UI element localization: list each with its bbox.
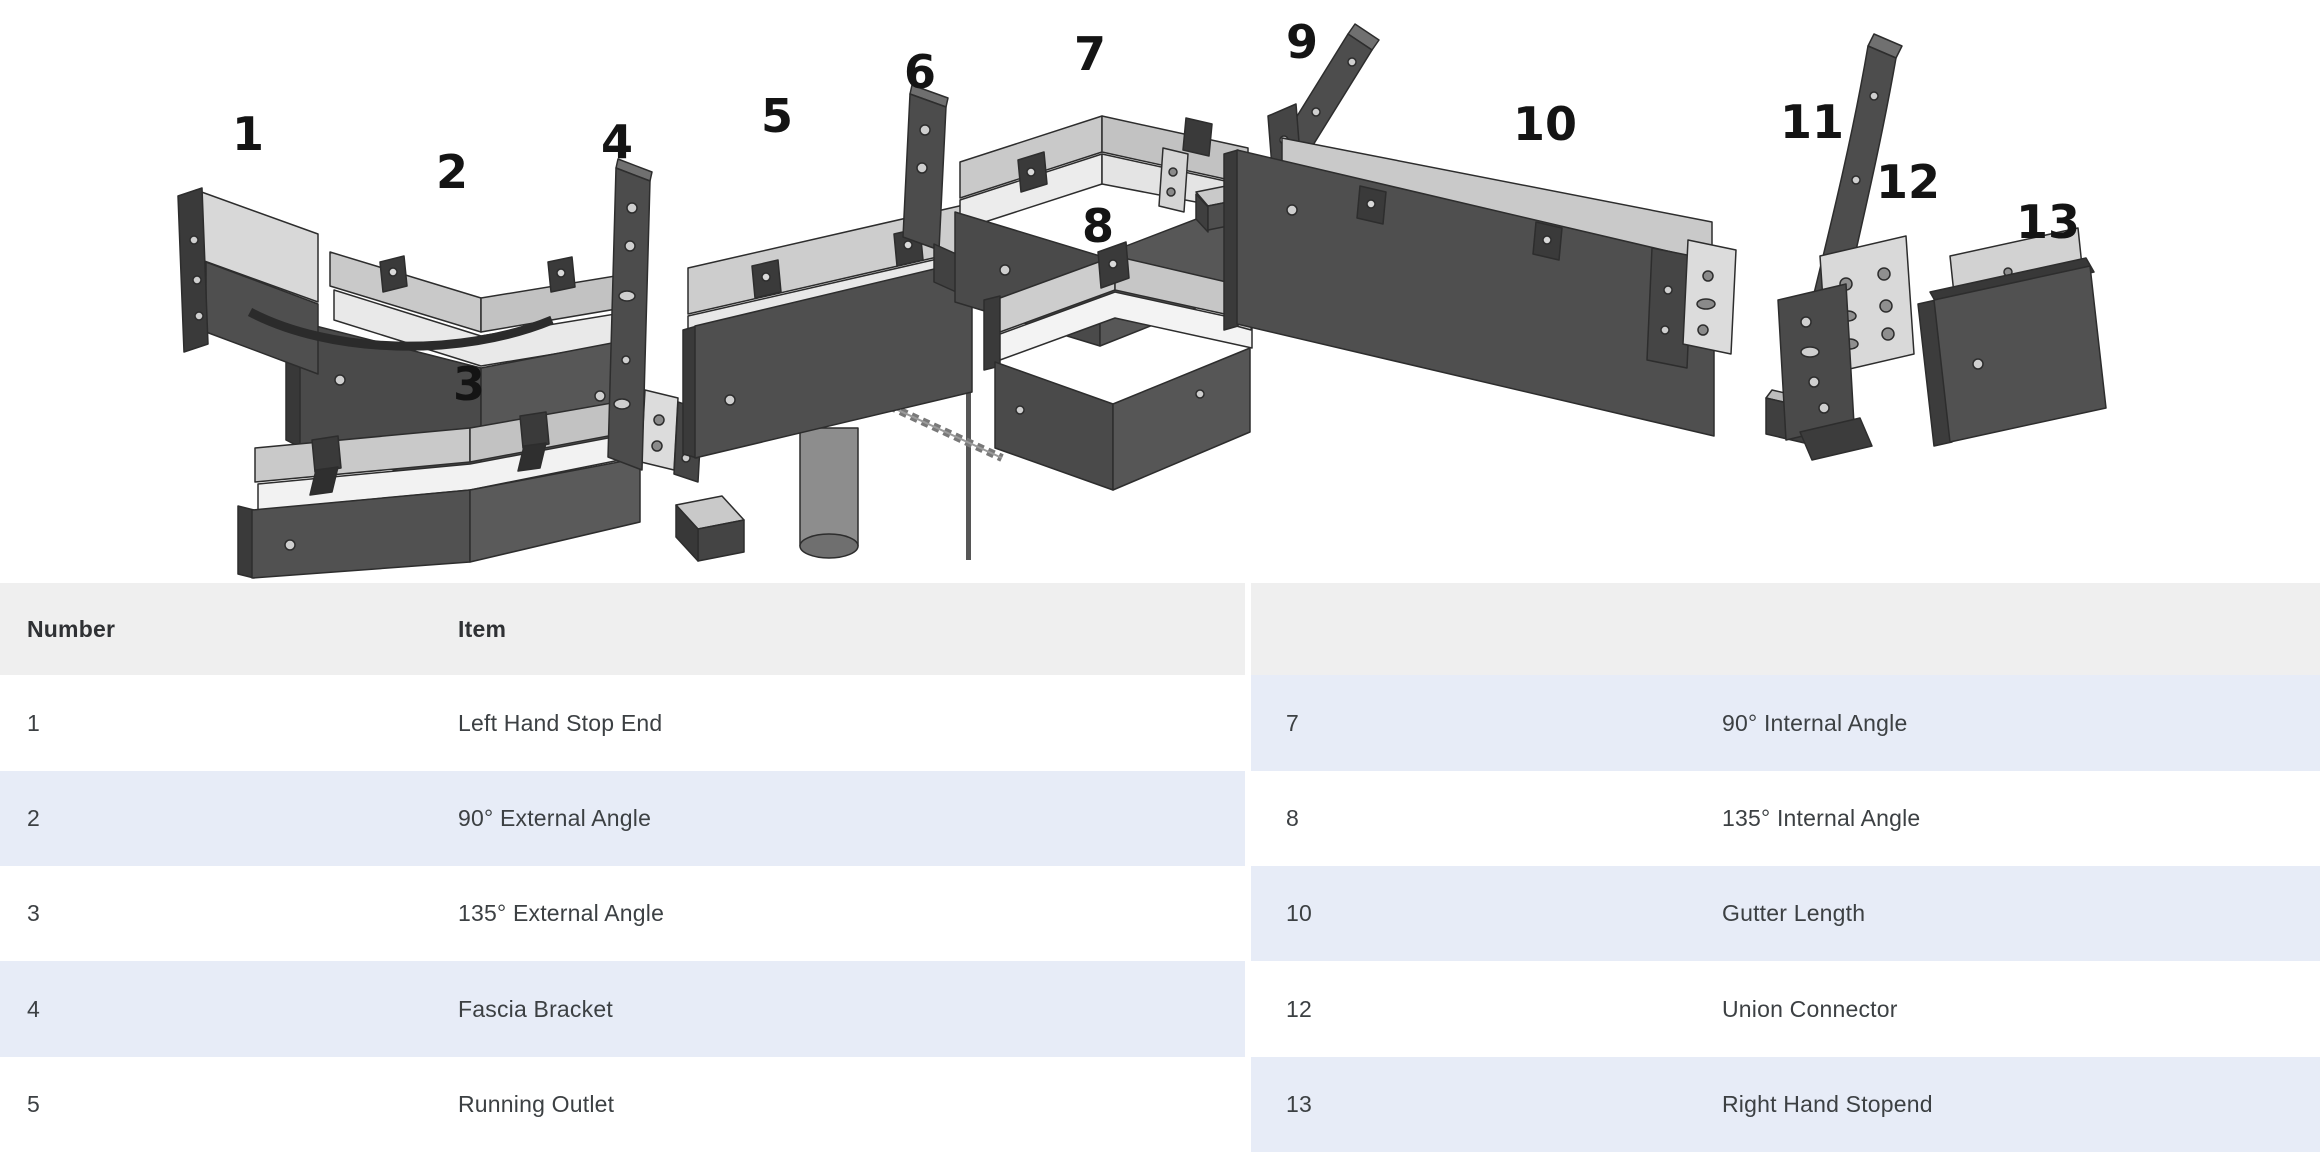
diagram-label-11: 11 (1780, 95, 1844, 149)
item-cell: Right Hand Stopend (1722, 1090, 1933, 1117)
part-3-135-external-angle (237, 389, 703, 579)
number-cell: 2 (27, 804, 40, 831)
table-row: 1 Left Hand Stop End (0, 675, 1245, 771)
diagram-label-2: 2 (436, 145, 468, 199)
item-cell: Gutter Length (1722, 900, 1866, 927)
part-10-gutter-length (1223, 137, 1833, 449)
diagram-label-9: 9 (1286, 15, 1318, 69)
diagram-label-1: 1 (232, 107, 264, 161)
part-4-fascia-bracket (607, 158, 745, 562)
item-cell: Running Outlet (458, 1090, 615, 1117)
diagram-label-7: 7 (1074, 27, 1106, 81)
item-cell: 90° External Angle (458, 804, 652, 831)
part-2-90-external-angle (285, 251, 641, 493)
item-cell: Fascia Bracket (458, 995, 613, 1022)
item-cell: Left Hand Stop End (458, 709, 663, 736)
part-12-union-connector (1777, 235, 1915, 461)
header-number-empty (1251, 583, 1688, 675)
diagram-label-6: 6 (904, 45, 936, 99)
number-cell: 13 (1286, 1090, 1312, 1117)
table-row: 13 Right Hand Stopend (1251, 1056, 2320, 1152)
number-cell: 1 (27, 709, 40, 736)
diagram-label-5: 5 (761, 89, 793, 143)
gutter-diagram-svg: 1 2 3 4 5 6 7 8 9 10 11 12 13 (177, 15, 2107, 579)
diagram-label-10: 10 (1513, 97, 1577, 151)
part-1-left-hand-stop-end (177, 187, 319, 375)
table-row: 4 Fascia Bracket (0, 961, 1245, 1057)
table-row: 5 Running Outlet (0, 1056, 1245, 1152)
number-cell: 10 (1286, 900, 1312, 927)
header-item: Item (458, 615, 507, 642)
item-cell: 135° External Angle (458, 900, 665, 927)
diagram-label-12: 12 (1876, 155, 1940, 209)
header-item-empty (1688, 583, 2320, 675)
table-row: 2 90° External Angle (0, 770, 1245, 867)
number-cell: 4 (27, 995, 40, 1022)
part-13-right-hand-stopend (1917, 227, 2107, 447)
number-cell: 5 (27, 1090, 40, 1117)
table-row: 3 135° External Angle (0, 866, 1245, 962)
number-cell: 7 (1286, 709, 1299, 736)
item-cell: Union Connector (1722, 995, 1898, 1022)
item-cell: 90° Internal Angle (1722, 709, 1908, 736)
diagram-label-8: 8 (1082, 199, 1114, 253)
parts-table-right: 7 90° Internal Angle 8 135° Internal Ang… (1251, 583, 2320, 1152)
table-divider (1245, 583, 1251, 1152)
diagram-label-3: 3 (453, 357, 485, 411)
table-header-row: Number Item (0, 583, 1245, 676)
diagram-label-13: 13 (2016, 195, 2080, 249)
table-row: 10 Gutter Length (1251, 866, 2320, 962)
table-header-row-empty (1251, 583, 2320, 676)
header-number: Number (27, 615, 116, 642)
number-cell: 3 (27, 900, 40, 927)
parts-table-left: Number Item 1 Left Hand Stop End 2 90° E… (0, 583, 1245, 1152)
number-cell: 12 (1286, 995, 1312, 1022)
parts-tables: Number Item 1 Left Hand Stop End 2 90° E… (0, 583, 2320, 1152)
table-row: 12 Union Connector (1251, 961, 2320, 1057)
diagram-label-4: 4 (601, 115, 633, 169)
number-cell: 8 (1286, 804, 1299, 831)
gutter-parts-diagram: 1 2 3 4 5 6 7 8 9 10 11 12 13 (177, 15, 2107, 579)
table-row: 8 135° Internal Angle (1251, 770, 2320, 867)
item-cell: 135° Internal Angle (1722, 804, 1921, 831)
gutter-strap (247, 308, 554, 351)
part-5-running-outlet (682, 203, 1004, 560)
table-row: 7 90° Internal Angle (1251, 675, 2320, 771)
